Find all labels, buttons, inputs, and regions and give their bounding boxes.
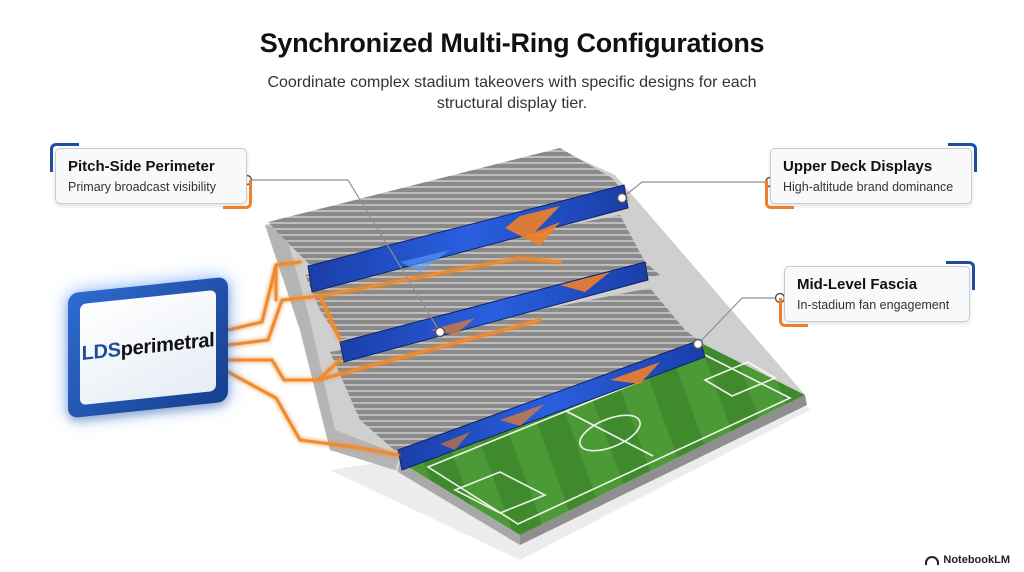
notebooklm-logo-icon	[925, 555, 940, 565]
bracket-corner-bottom-right	[223, 180, 252, 209]
mid-tier-seats	[305, 215, 660, 340]
callout-description: Primary broadcast visibility	[68, 180, 216, 194]
lds-brand-part2: perimetral	[120, 329, 215, 361]
leader-lines	[247, 179, 780, 345]
callout-upper-deck: Upper Deck Displays High-altitude brand …	[765, 143, 977, 209]
callout-mid-level: Mid-Level Fascia In-stadium fan engageme…	[779, 261, 975, 327]
bracket-corner-top-left	[50, 143, 79, 172]
notebooklm-watermark: NotebookLM	[925, 554, 1010, 566]
page-title: Synchronized Multi-Ring Configurations	[259, 28, 765, 58]
callout-title: Pitch-Side Perimeter	[68, 158, 215, 175]
led-board-lower	[397, 339, 706, 471]
watermark-text: NotebookLM	[943, 554, 1010, 566]
led-board-upper	[307, 184, 629, 293]
pitch-grass	[400, 345, 805, 535]
pitch-edge	[398, 462, 520, 545]
callout-pitch-side: Pitch-Side Perimeter Primary broadcast v…	[50, 143, 252, 209]
callout-title: Upper Deck Displays	[783, 158, 933, 175]
callout-description: In-stadium fan engagement	[797, 298, 950, 312]
pitch-edge-right	[520, 395, 807, 545]
callout-description: High-altitude brand dominance	[783, 180, 954, 194]
pitch-markings	[426, 354, 792, 525]
cable-network	[226, 256, 562, 457]
lds-hub-screen: LDSperimetral	[80, 289, 216, 406]
callout-title: Mid-Level Fascia	[797, 276, 918, 293]
bracket-corner-top-right	[948, 143, 977, 172]
lower-tier-seats	[330, 288, 705, 455]
bracket-corner-bottom-left	[779, 298, 808, 327]
lds-hub-panel: LDSperimetral	[68, 276, 228, 419]
page-subtitle: Coordinate complex stadium takeovers wit…	[267, 74, 757, 112]
lds-brand-part1: LDS	[81, 338, 121, 365]
upper-tier-seats	[268, 148, 630, 265]
lds-brand-label: LDSperimetral	[82, 329, 215, 366]
bracket-corner-top-right	[946, 261, 975, 290]
stadium-side-wall	[265, 225, 400, 470]
bracket-corner-bottom-left	[765, 180, 794, 209]
